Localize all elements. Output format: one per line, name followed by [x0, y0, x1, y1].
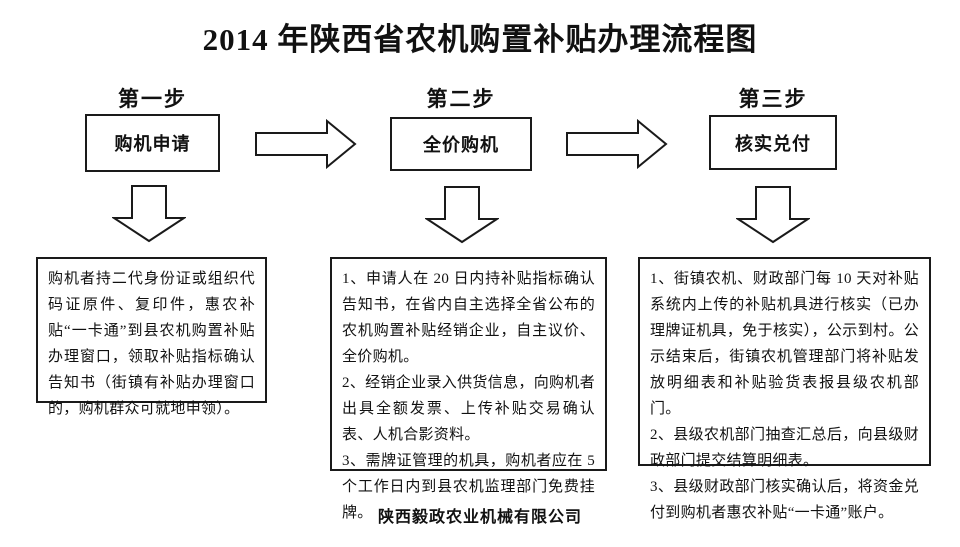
company-name: 陕西毅政农业机械有限公司 — [377, 509, 582, 526]
step3-detail-box: 1、街镇农机、财政部门每 10 天对补贴系统内上传的补贴机具进行核实（已办理牌证… — [638, 257, 931, 521]
step1-label: 第一步 — [118, 87, 187, 111]
arrow-right-icon — [566, 119, 668, 169]
step2-box: 全价购机 — [390, 117, 532, 171]
arrow-down-icon — [736, 186, 810, 244]
step2-detail-item: 2、经销企业录入供货信息，向购机者出具全额发票、上传补贴交易确认表、人机合影资料… — [342, 375, 595, 443]
step2-detail-item: 3、需牌证管理的机具，购机者应在 5 个工作日内到县农机监理部门免费挂牌。 — [342, 453, 595, 521]
step2-detail-box: 1、申请人在 20 日内持补贴指标确认告知书，在省内自主选择全省公布的农机购置补… — [330, 257, 607, 521]
step1-box-label: 购机申请 — [114, 134, 191, 154]
step1-detail-text: 购机者持二代身份证或组织代码证原件、复印件，惠农补贴“一卡通”到县农机购置补贴办… — [48, 271, 255, 417]
step3-detail-item: 1、街镇农机、财政部门每 10 天对补贴系统内上传的补贴机具进行核实（已办理牌证… — [650, 271, 919, 417]
step3-box-label: 核实兑付 — [735, 133, 811, 154]
arrow-down-icon — [112, 185, 186, 243]
step3-detail-item: 3、县级财政部门核实确认后，将资金兑付到购机者惠农补贴“一卡通”账户。 — [650, 479, 919, 521]
step2-label: 第二步 — [426, 87, 496, 111]
step1-detail-box: 购机者持二代身份证或组织代码证原件、复印件，惠农补贴“一卡通”到县农机购置补贴办… — [36, 257, 267, 417]
step3-label: 第三步 — [738, 87, 808, 111]
step1-box: 购机申请 — [85, 114, 220, 172]
page-title: 2014 年陕西省农机购置补贴办理流程图 — [202, 22, 758, 57]
step3-detail-item: 2、县级农机部门抽查汇总后，向县级财政部门提交结算明细表。 — [650, 427, 919, 469]
arrow-right-icon — [255, 119, 357, 169]
arrow-down-icon — [425, 186, 499, 244]
step3-box: 核实兑付 — [709, 115, 837, 170]
step2-detail-item: 1、申请人在 20 日内持补贴指标确认告知书，在省内自主选择全省公布的农机购置补… — [342, 271, 595, 365]
step2-box-label: 全价购机 — [423, 135, 499, 155]
